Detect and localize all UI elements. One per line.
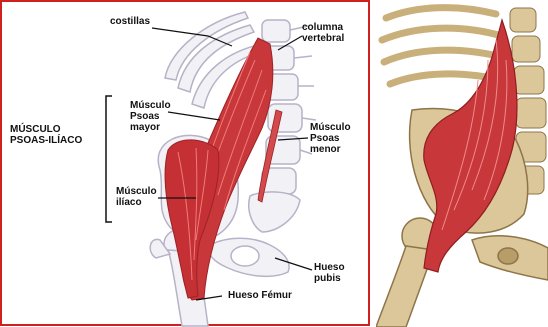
label-hueso-pubis: Hueso pubis [314, 262, 345, 284]
skeleton-render [376, 0, 548, 327]
label-hueso-femur: Hueso Fémur [228, 290, 292, 301]
label-costillas: costillas [110, 16, 150, 27]
label-iliaco: Músculo ilíaco [116, 186, 157, 208]
group-bracket [106, 96, 112, 222]
labeled-anatomy-drawing: costillas columna vertebral MÚSCULO PSOA… [0, 0, 371, 327]
render-canvas [376, 0, 548, 327]
label-columna-vertebral: columna vertebral [302, 22, 344, 44]
label-musculo-psoas-iliaco: MÚSCULO PSOAS-ILÍACO [10, 124, 82, 146]
label-psoas-mayor: Músculo Psoas mayor [130, 100, 171, 133]
label-psoas-menor: Músculo Psoas menor [310, 122, 351, 155]
